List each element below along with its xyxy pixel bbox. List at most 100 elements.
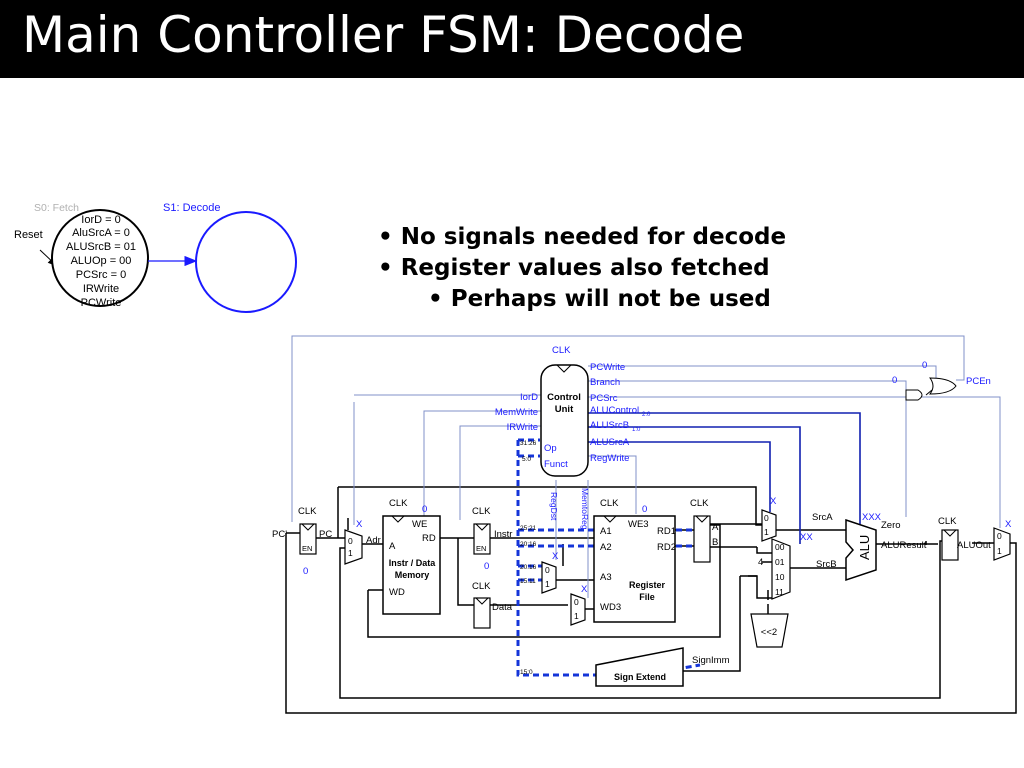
data-register bbox=[473, 597, 491, 629]
bullet-item: • No signals needed for decode bbox=[378, 222, 786, 253]
regfile-port: A2 bbox=[600, 542, 612, 553]
adr-mux bbox=[344, 529, 363, 565]
alusrcb-value: XX bbox=[800, 532, 813, 543]
clk-label: CLK bbox=[552, 345, 571, 356]
iord-value: X bbox=[356, 519, 363, 530]
data-label: Data bbox=[492, 602, 513, 613]
aluout-register bbox=[941, 529, 959, 561]
regfile-port: A1 bbox=[600, 526, 612, 537]
pcen-value: 0 bbox=[303, 566, 308, 577]
en-label: EN bbox=[476, 544, 486, 553]
sub-bullet-item: • Perhaps will not be used bbox=[378, 284, 786, 315]
irwrite-value: 0 bbox=[484, 561, 489, 572]
regfile-port: WD3 bbox=[600, 602, 621, 613]
clk-label: CLK bbox=[600, 498, 619, 509]
bullet-text: No signals needed for decode bbox=[400, 224, 787, 250]
clock-edge-icon bbox=[391, 515, 405, 523]
branch-value: 0 bbox=[892, 375, 897, 386]
clock-edge-icon bbox=[301, 523, 315, 531]
bit-range: 20:16 bbox=[520, 564, 537, 571]
regwrite-value: 0 bbox=[642, 504, 647, 515]
mux-input: 1 bbox=[997, 546, 1002, 556]
sign-extend bbox=[595, 647, 684, 687]
memory-port: WE bbox=[412, 519, 427, 530]
clock-edge-icon bbox=[603, 515, 617, 523]
mux-input: 1 bbox=[764, 527, 769, 537]
pcsrc-signal: PCSrc bbox=[590, 393, 618, 404]
alucontrol-subscript: 2:0 bbox=[642, 412, 651, 418]
en-label: EN bbox=[302, 544, 312, 553]
s0-output: AluSrcA = 0 bbox=[72, 227, 130, 239]
alu bbox=[845, 518, 877, 582]
memory-port: RD bbox=[422, 533, 436, 544]
mux-input: 11 bbox=[775, 587, 784, 597]
regwrite-signal: RegWrite bbox=[590, 453, 629, 464]
s0-output: PCSrc = 0 bbox=[76, 269, 126, 281]
and-gate bbox=[905, 389, 923, 401]
memory-label: Instr / Data bbox=[389, 558, 437, 568]
zero-label: Zero bbox=[881, 520, 901, 531]
regfile-label: Register bbox=[629, 580, 666, 590]
instr-data-memory bbox=[382, 515, 441, 615]
control-outputs-left: IorD MemWrite IRWrite bbox=[495, 392, 538, 433]
mux-input: 10 bbox=[775, 572, 785, 582]
bullet-list: • No signals needed for decode • Registe… bbox=[378, 222, 786, 315]
control-unit-label: Control bbox=[547, 392, 581, 403]
memory-label: Memory bbox=[395, 570, 430, 580]
control-unit-label: Unit bbox=[555, 404, 574, 415]
srca-label: SrcA bbox=[812, 512, 833, 523]
state-s1-name: S1: Decode bbox=[163, 202, 220, 214]
mux-input: 1 bbox=[348, 548, 353, 558]
clock-edge-icon bbox=[475, 523, 489, 531]
srcb-mux bbox=[771, 538, 791, 600]
regfile-label: File bbox=[639, 592, 655, 602]
clk-label: CLK bbox=[389, 498, 408, 509]
clk-label: CLK bbox=[938, 516, 957, 527]
instr-label: Instr bbox=[494, 529, 512, 540]
iord-signal: IorD bbox=[520, 392, 538, 403]
bullet-marker: • bbox=[428, 286, 443, 312]
mux-input: 00 bbox=[775, 542, 785, 552]
control-outputs-right: PCWrite Branch PCSrc ALUControl 2:0 ALUS… bbox=[590, 362, 651, 464]
bit-range: 15:11 bbox=[520, 578, 536, 585]
pc-register bbox=[299, 523, 317, 555]
shift-left-2 bbox=[750, 613, 789, 648]
branch-signal: Branch bbox=[590, 377, 620, 388]
bullet-marker: • bbox=[378, 255, 393, 281]
mux-input: 1 bbox=[574, 611, 579, 621]
memory-port: A bbox=[389, 541, 396, 552]
clock-edge-icon bbox=[943, 529, 957, 537]
bullet-text: Perhaps will not be used bbox=[450, 286, 771, 312]
state-s0-name: S0: Fetch bbox=[34, 202, 79, 214]
regfile-port: RD1 bbox=[657, 526, 676, 537]
clk-label: CLK bbox=[472, 581, 491, 592]
a-label: A bbox=[712, 522, 719, 533]
clk-label: CLK bbox=[298, 506, 317, 517]
clock-edge-icon bbox=[556, 364, 572, 373]
mux-input: 0 bbox=[574, 597, 579, 607]
bullet-text: Register values also fetched bbox=[400, 255, 770, 281]
regfile-port: RD2 bbox=[657, 542, 676, 553]
bit-range: 15:0 bbox=[520, 669, 533, 676]
memtoreg-mux bbox=[570, 593, 586, 626]
s0-output: ALUOp = 00 bbox=[71, 255, 132, 267]
bit-range: 20:16 bbox=[520, 541, 537, 548]
clk-label: CLK bbox=[472, 506, 491, 517]
mux-input: 0 bbox=[348, 536, 353, 546]
pcsrc-value: X bbox=[1005, 519, 1012, 530]
bullet-marker: • bbox=[378, 224, 393, 250]
mux-input: 0 bbox=[764, 513, 769, 523]
irwrite-signal: IRWrite bbox=[507, 422, 538, 433]
reset-label: Reset bbox=[14, 229, 43, 241]
state-s0 bbox=[51, 209, 149, 307]
shift-label: <<2 bbox=[761, 627, 777, 638]
mux-input: 01 bbox=[775, 557, 785, 567]
alusrca-value: X bbox=[770, 496, 777, 507]
pcwrite-value: 0 bbox=[922, 360, 927, 371]
srcb-label: SrcB bbox=[816, 559, 837, 570]
bit-range: 5:0 bbox=[522, 456, 531, 463]
state-s0-outputs: IorD = 0 AluSrcA = 0 ALUSrcB = 01 ALUOp … bbox=[66, 214, 136, 309]
pcwrite-signal: PCWrite bbox=[590, 362, 625, 373]
regfile-port: WE3 bbox=[628, 519, 649, 530]
